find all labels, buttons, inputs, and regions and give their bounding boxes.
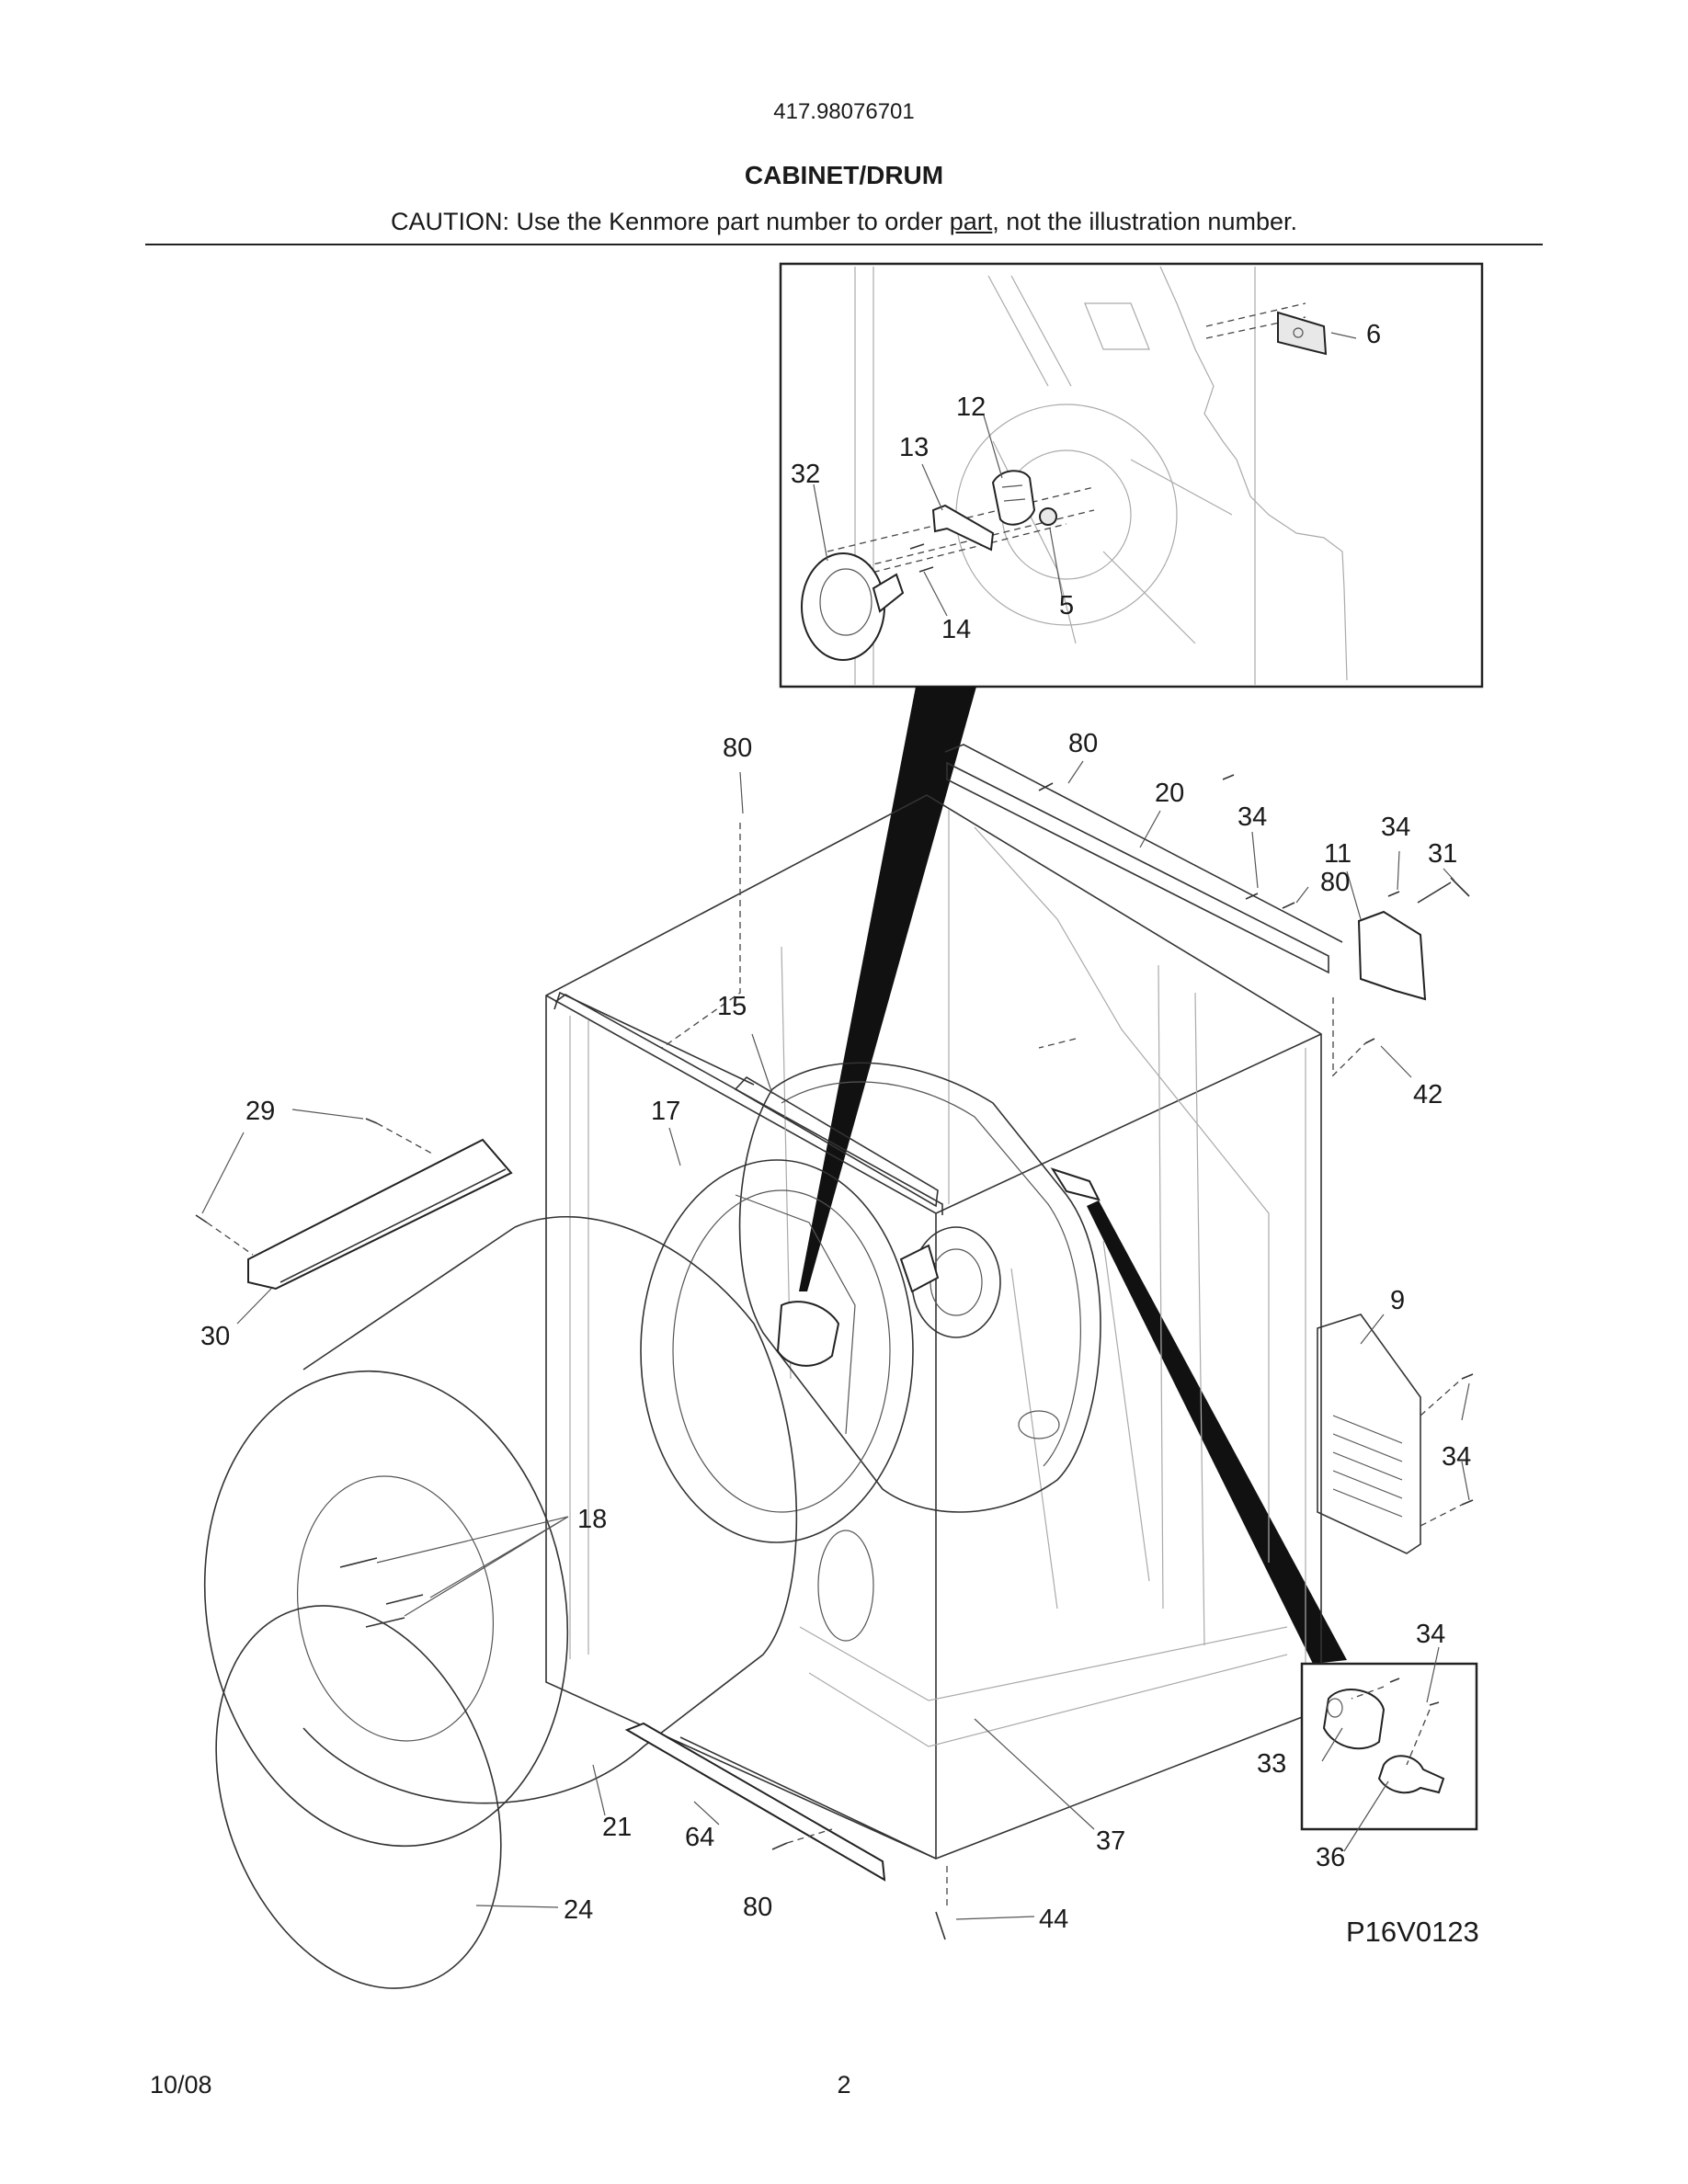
callout-14: 14 [941, 615, 971, 644]
lower-inset-pointer-wedge [1087, 1200, 1347, 1664]
callout-64: 64 [685, 1823, 714, 1852]
caution-note: CAUTION: Use the Kenmore part number to … [0, 208, 1688, 236]
callout-36: 36 [1316, 1843, 1345, 1872]
panel-screw-lower [195, 1214, 208, 1223]
callout-80-top-bracket: 80 [1320, 868, 1350, 897]
callout-42: 42 [1413, 1080, 1443, 1109]
back-vent-panel [1317, 1314, 1421, 1554]
drum [203, 1215, 798, 1848]
callout-12: 12 [956, 392, 986, 422]
inset-pointer-wedge [799, 687, 976, 1291]
callout-32: 32 [791, 460, 820, 489]
drawing-code: P16V0123 [1346, 1916, 1479, 1948]
upper-rail-left [553, 991, 755, 1086]
callout-33: 33 [1257, 1749, 1286, 1779]
back-screw-42 [1364, 1038, 1375, 1044]
rear-top-bracket [1357, 910, 1427, 1001]
callout-37: 37 [1096, 1826, 1125, 1856]
footer-date: 10/08 [150, 2071, 212, 2099]
callout-80-upper-left: 80 [723, 734, 752, 763]
cabinet-body [545, 744, 1343, 1860]
callout-18: 18 [577, 1505, 607, 1534]
callout-80-bottom: 80 [743, 1893, 772, 1922]
callout-80-upper-right: 80 [1068, 729, 1098, 758]
drum-front-ring [215, 1605, 502, 1989]
callout-31: 31 [1428, 839, 1457, 869]
callout-11: 11 [1324, 839, 1352, 869]
callout-30: 30 [200, 1322, 230, 1351]
callout-24: 24 [564, 1895, 593, 1925]
callout-15: 15 [717, 992, 747, 1021]
callout-34-back-panel: 34 [1442, 1442, 1471, 1472]
callout-6: 6 [1366, 320, 1381, 349]
caution-underlined-word: part [949, 208, 993, 235]
rear-bulkhead [738, 1062, 1101, 1513]
model-number: 417.98076701 [773, 99, 915, 124]
callout-34-top-left: 34 [1237, 802, 1267, 832]
motor-outline [817, 1530, 874, 1642]
caution-text-after: , not the illustration number. [992, 208, 1297, 235]
header-rule [145, 244, 1543, 245]
top-cover-panel [247, 1138, 513, 1291]
section-title: CABINET/DRUM [744, 161, 944, 189]
baffle-screws [339, 1557, 424, 1628]
callout-34-lower-inset: 34 [1416, 1620, 1445, 1649]
callout-5: 5 [1059, 591, 1074, 620]
front-bulkhead [640, 1159, 914, 1543]
bearing-detail-inset [779, 262, 1484, 688]
callout-17: 17 [651, 1097, 680, 1126]
leader-lines [201, 760, 1470, 1920]
callout-9: 9 [1390, 1286, 1405, 1315]
callout-44: 44 [1039, 1905, 1068, 1934]
base-screw-44 [935, 1911, 946, 1940]
caution-text-before: CAUTION: Use the Kenmore part number to … [391, 208, 950, 235]
panel-screw-upper [365, 1118, 378, 1124]
thermostat-detail-inset [1300, 1662, 1478, 1831]
footer-page-number: 2 [837, 2071, 851, 2099]
power-terminal [1417, 877, 1470, 904]
bottom-front-rail [624, 1722, 886, 1882]
callout-13: 13 [899, 433, 929, 462]
callout-21: 21 [602, 1813, 632, 1842]
callout-20: 20 [1155, 779, 1184, 808]
callout-34-top-right: 34 [1381, 813, 1410, 842]
callout-labels: 6 12 13 32 5 14 80 80 20 34 34 11 80 31 … [200, 320, 1479, 1948]
callout-29: 29 [245, 1097, 275, 1126]
front-top-rail [734, 1075, 939, 1208]
